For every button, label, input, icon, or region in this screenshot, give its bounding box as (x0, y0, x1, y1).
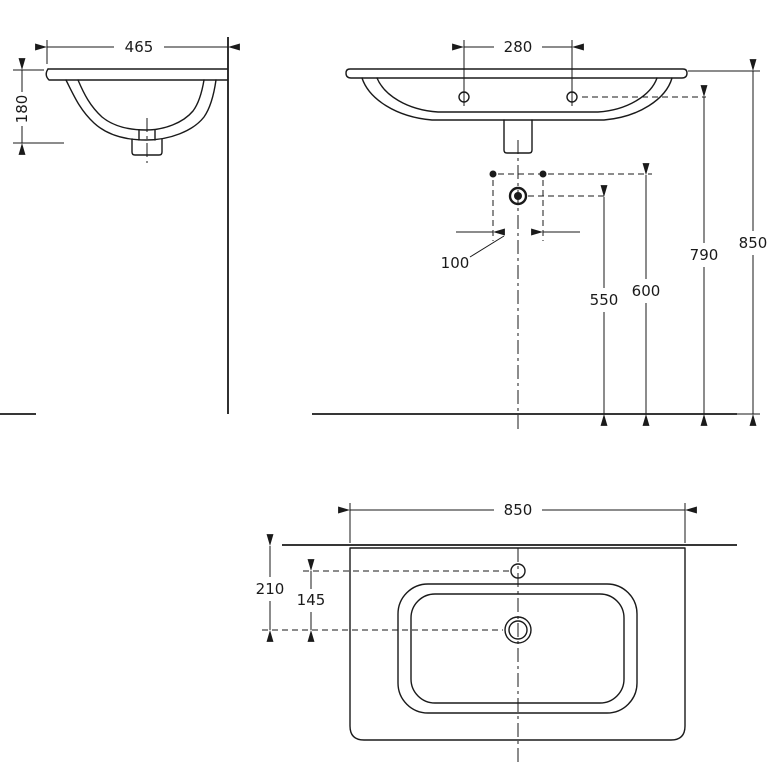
dim-tap-to-drain: 145 (297, 559, 326, 642)
dim-label-fixing-spacing: 100 (441, 254, 470, 272)
dim-side-width: 465 (35, 38, 240, 64)
dim-label-fixing-height: 600 (632, 282, 661, 300)
dim-label-tap-spacing: 280 (504, 38, 533, 56)
side-basin-profile (45, 68, 228, 163)
dim-fixing-height: 600 (632, 163, 661, 426)
fixing-hole-left (489, 170, 497, 178)
dim-label-wall-to-drain: 210 (256, 580, 285, 598)
side-view: 465 180 (0, 37, 240, 415)
dim-label-side-height: 180 (13, 95, 31, 124)
dim-label-overall-width: 850 (504, 501, 533, 519)
dim-overall-width: 850 (338, 501, 697, 543)
dim-wall-to-drain: 210 (256, 534, 285, 642)
dim-overall-height: 850 (739, 59, 768, 426)
top-view: 850 210 145 (256, 501, 737, 764)
dim-side-height: 180 (13, 58, 64, 155)
dim-tap-height: 790 (690, 85, 719, 426)
dim-label-tap-height: 790 (690, 246, 719, 264)
dim-label-tap-to-drain: 145 (297, 591, 326, 609)
dim-fixing-spacing: 100 (441, 228, 580, 272)
front-basin-outline (345, 68, 688, 154)
dim-tap-spacing: 280 (452, 38, 584, 106)
front-view: 280 100 550 (312, 38, 767, 433)
dim-label-overall-height: 850 (739, 234, 768, 252)
dim-label-side-width: 465 (125, 38, 154, 56)
dim-label-drain-height: 550 (590, 291, 619, 309)
dim-drain-height: 550 (590, 185, 619, 426)
